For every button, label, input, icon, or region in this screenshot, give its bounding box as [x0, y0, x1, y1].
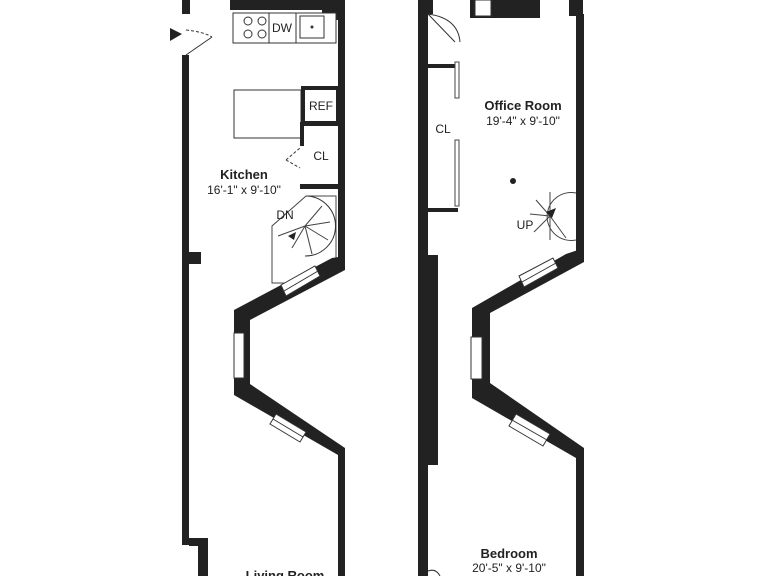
- kitchen-island: [233, 89, 302, 139]
- dishwasher-label: DW: [272, 21, 293, 35]
- kitchen-dims: 16'-1" x 9'-10": [207, 183, 281, 197]
- office-room-name: Office Room: [484, 98, 561, 113]
- left-floor-south-stub-b: [189, 538, 205, 546]
- entry-arrow-icon: [170, 28, 182, 41]
- left-floor-wall-stub: [189, 252, 201, 264]
- bedroom-name: Bedroom: [480, 546, 537, 561]
- right-bay-window-lower: [508, 413, 551, 447]
- left-floor-north-wall-b: [230, 0, 345, 10]
- stairs-up: [529, 192, 577, 241]
- stove-icon: [243, 16, 267, 39]
- kitchen-name: Kitchen: [220, 167, 268, 182]
- bay-window-lower: [269, 413, 307, 443]
- kitchen-closet-wall-side: [300, 122, 304, 146]
- bedroom-door: [427, 569, 441, 576]
- right-floor-west-wall-thick: [428, 255, 438, 465]
- right-floor: CL Office Room 19'-4" x 9'-10" UP: [418, 0, 584, 576]
- stair-arrow-icon: [288, 232, 296, 240]
- right-floor-west-wall: [418, 0, 428, 576]
- right-bay-window-upper: [518, 257, 559, 288]
- kitchen-closet-wall-bottom: [300, 184, 338, 189]
- bay-window-upper: [280, 265, 321, 297]
- right-floor-north-wall-a: [425, 0, 433, 14]
- right-floor-north-wall-c: [569, 0, 583, 16]
- stairs-down-label: DN: [276, 208, 293, 222]
- left-floor-bay-wall: [234, 256, 345, 576]
- kitchen-closet-label: CL: [313, 149, 329, 163]
- office-door: [427, 13, 461, 43]
- left-floor-south-stub: [198, 538, 208, 576]
- left-floor: DW REF CL Kitchen 16'-1" x 9'-10": [170, 0, 345, 576]
- closet-door: [285, 147, 301, 169]
- right-bay-window-side: [470, 336, 483, 380]
- office-closet-label: CL: [435, 122, 451, 136]
- kitchen-closet-wall: [300, 122, 338, 126]
- left-floor-west-wall: [182, 55, 189, 545]
- bay-window-side: [233, 332, 245, 379]
- left-floor-north-wall-a: [182, 0, 190, 14]
- entry-door: [185, 29, 213, 56]
- fridge-label: REF: [309, 99, 333, 113]
- living-room-name: Living Room: [246, 568, 325, 576]
- fridge: [301, 86, 340, 125]
- right-floor-east-wall-upper: [576, 14, 584, 254]
- stair-up-arrow-icon: [546, 208, 556, 218]
- office-cabinet: [474, 0, 492, 17]
- left-floor-east-wall-upper: [338, 0, 345, 270]
- office-room-dims: 19'-4" x 9'-10": [486, 114, 560, 128]
- right-floor-bay-wall: [472, 248, 584, 576]
- stairs-up-label: UP: [517, 218, 534, 232]
- sink-icon: [299, 15, 325, 39]
- office-closet: [428, 61, 460, 212]
- bedroom-dims: 20'-5" x 9'-10": [472, 561, 546, 575]
- ceiling-light-icon: [510, 178, 516, 184]
